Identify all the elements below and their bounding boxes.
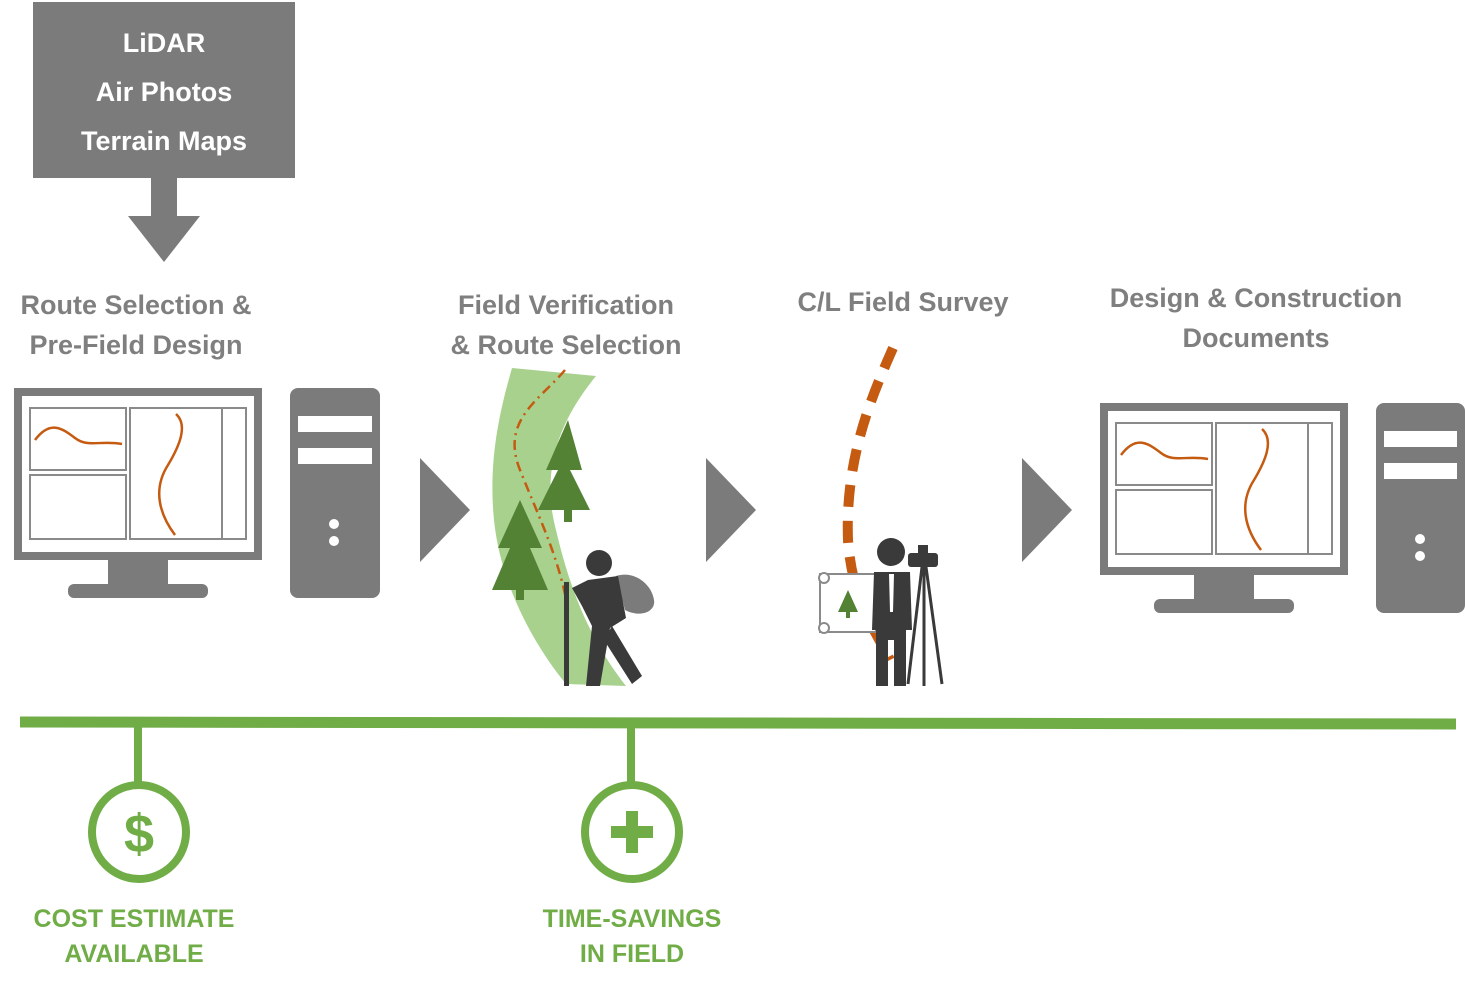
benefit-cost-estimate: COST ESTIMATE AVAILABLE [14,902,254,972]
stage-title-route-selection: Route Selection & Pre-Field Design [0,285,272,365]
stage-title-design-documents: Design & Construction Documents [1096,278,1416,358]
data-source-lidar: LiDAR [122,28,206,58]
hiker-icon [564,550,655,686]
tree-icon [492,500,548,600]
data-source-terrain-maps: Terrain Maps [80,126,248,156]
stage-title-field-verification: Field Verification & Route Selection [426,285,706,365]
dollar-symbol: $ [124,804,154,864]
stage-title-line: Pre-Field Design [29,330,243,360]
chevron-right-icon [420,458,470,562]
map-scroll-icon [818,572,877,634]
computer-tower-icon [1376,403,1465,613]
data-sources-box: LiDAR Air Photos Terrain Maps [33,2,295,178]
chevron-right-icon [706,458,756,562]
stage-title-line: & Route Selection [450,330,682,360]
benefit-label-line: IN FIELD [579,940,685,968]
benefit-time-savings: TIME-SAVINGS IN FIELD [512,902,752,972]
timeline [19,716,1457,782]
computer-tower-icon [290,388,380,598]
stage-title-field-survey: C/L Field Survey [772,282,1034,322]
stage-title-line: Documents [1182,323,1330,353]
stage-title-line: Design & Construction [1109,283,1403,313]
surveyor-icon [872,538,912,686]
stage-title-line: Field Verification [457,290,675,320]
stage-title-line: Route Selection & [20,290,252,320]
computer-monitor-icon [1100,403,1348,613]
tripod-icon [906,545,944,686]
stage-title-line: C/L Field Survey [797,287,1009,317]
tree-icon [538,420,590,522]
field-corridor-icon [492,368,626,686]
down-arrow-icon [128,178,200,262]
chevron-right-icon [1022,458,1072,562]
dollar-icon: $ [88,781,190,883]
benefit-label-line: COST ESTIMATE [33,905,235,933]
computer-monitor-icon [14,388,262,598]
benefit-label-line: TIME-SAVINGS [542,905,722,933]
data-source-air-photos: Air Photos [95,77,233,107]
plus-icon [581,781,683,883]
benefit-label-line: AVAILABLE [64,940,204,968]
